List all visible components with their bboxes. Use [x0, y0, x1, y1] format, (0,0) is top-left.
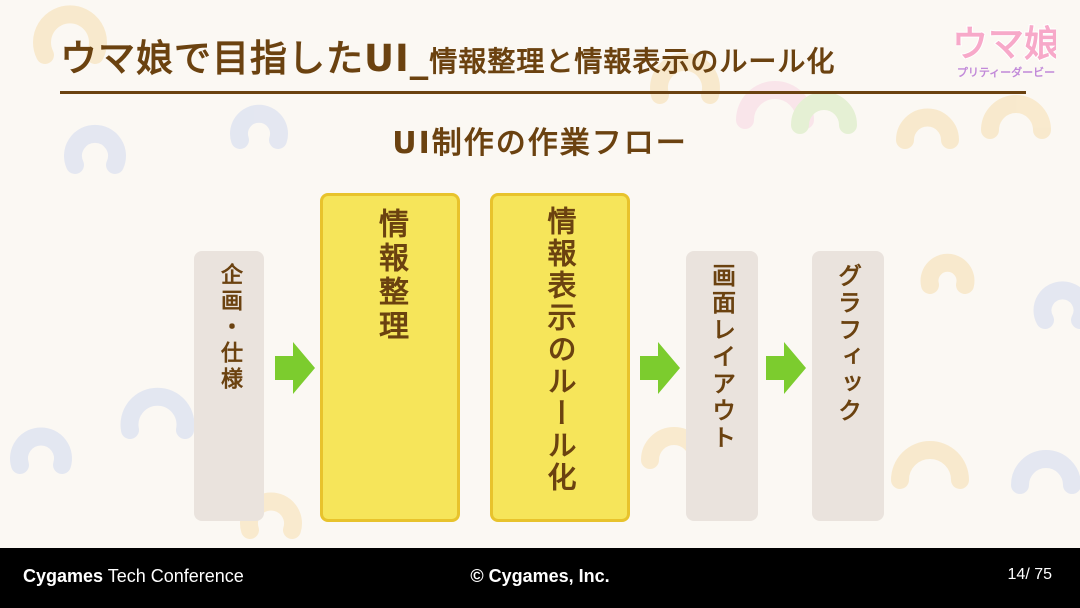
flow-step-screen-layout: 画面レイアウト	[686, 251, 758, 521]
footer-bar: Cygames Tech Conference © Cygames, Inc. …	[0, 548, 1080, 608]
slide-title: ウマ娘で目指したUI_ 情報整理と情報表示のルール化	[60, 28, 940, 92]
uma-musume-logo: ウマ娘 プリティーダービー	[956, 23, 1056, 79]
footer-brand: Cygames Tech Conference	[23, 566, 244, 587]
flow-step-label: 情報整理	[373, 208, 408, 344]
flow-step-graphic: グラフィック	[812, 251, 884, 521]
slide-title-main: ウマ娘で目指したUI_	[60, 37, 430, 80]
footer-brand-light: Tech Conference	[103, 566, 244, 586]
flow-step-label: 画面レイアウト	[707, 263, 736, 452]
arrow-right-icon	[275, 342, 315, 394]
page-number: 14/ 75	[1007, 566, 1052, 583]
arrow-right-icon	[640, 342, 680, 394]
flow-step-planning: 企画・仕様	[194, 251, 264, 521]
flow-step-info-organize: 情報整理	[320, 193, 460, 522]
flow-step-label: 情報表示のルール化	[543, 206, 577, 494]
footer-brand-bold: Cygames	[23, 566, 104, 586]
slide-title-sub: 情報整理と情報表示のルール化	[429, 45, 836, 78]
svg-text:ウマ娘: ウマ娘	[956, 24, 1056, 65]
slide-subtitle: UI制作の作業フロー	[392, 126, 688, 161]
footer-copyright: © Cygames, Inc.	[470, 566, 610, 586]
arrow-right-icon	[766, 342, 806, 394]
title-divider	[60, 91, 1026, 94]
svg-text:プリティーダービー: プリティーダービー	[957, 65, 1055, 79]
flow-step-info-rules: 情報表示のルール化	[490, 193, 630, 522]
flow-step-label: 企画・仕様	[217, 263, 242, 393]
flow-step-label: グラフィック	[833, 263, 862, 425]
